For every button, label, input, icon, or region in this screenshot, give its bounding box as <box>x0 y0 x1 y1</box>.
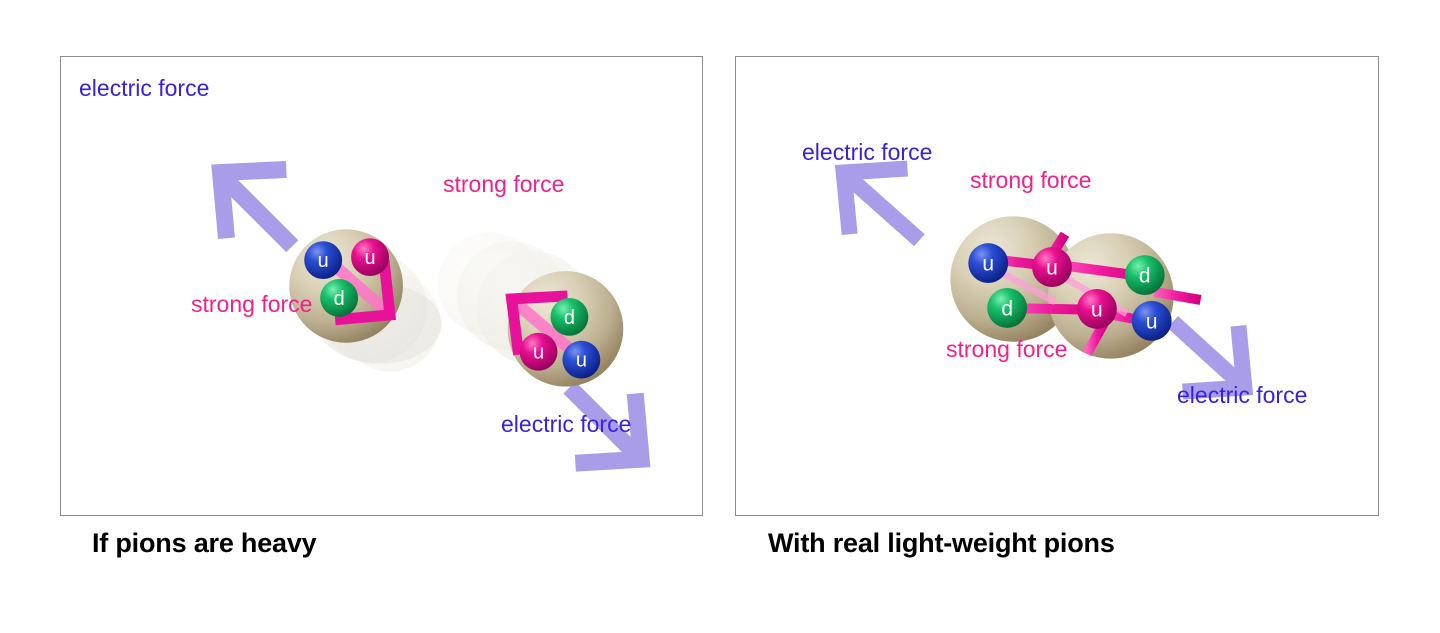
proton-left: u u d <box>289 229 403 343</box>
svg-text:d: d <box>1001 297 1013 320</box>
gluon-tube-cross-lower <box>1003 302 1099 315</box>
electric-force-arrow-upper-left <box>211 161 299 253</box>
panel-heavy-stage: u u d <box>61 57 702 515</box>
proton-left-quarks: u u d <box>968 243 1072 328</box>
svg-text:d: d <box>334 288 345 310</box>
gluon-tube-bottom-stub <box>1082 315 1112 357</box>
panel-light-graphics: u u d d <box>834 160 1254 400</box>
electric-force-arrow-upper-left <box>834 160 925 247</box>
gluon-exchange-highlights <box>995 267 1129 317</box>
svg-text:u: u <box>1146 310 1158 333</box>
gluon-tube-right-stub <box>1153 287 1202 305</box>
proton-left <box>950 216 1076 342</box>
gluon-tube-cross-upper <box>1052 259 1150 282</box>
proton-right: d u u <box>505 271 624 387</box>
quark-u-magenta: u <box>1076 288 1117 329</box>
svg-text:u: u <box>1046 257 1058 280</box>
quark-u-blue: u <box>562 340 601 379</box>
electric-force-label-upper-left: electric force <box>802 139 933 165</box>
electric-force-label-lower-right: electric force <box>501 411 632 437</box>
panel-with-real-light-weight-pions: u u d d <box>735 56 1379 516</box>
quark-u-blue: u <box>1131 300 1172 341</box>
quark-u-magenta: u <box>351 238 389 277</box>
caption-with-real-light-weight-pions: With real light-weight pions <box>768 528 1115 558</box>
strong-force-label-upper: strong force <box>970 167 1092 193</box>
quark-d-green: d <box>987 287 1028 328</box>
svg-text:d: d <box>1139 265 1151 288</box>
strong-force-label-lower: strong force <box>946 336 1068 362</box>
proton-left-motion-trail <box>317 253 442 372</box>
panel-light-stage: u u d d <box>736 57 1378 515</box>
quark-u-magenta: u <box>1032 247 1072 287</box>
svg-text:d: d <box>564 307 575 329</box>
panel-if-pions-are-heavy: u u d <box>60 56 703 516</box>
svg-text:u: u <box>576 350 587 372</box>
strong-force-label-lower-left: strong force <box>191 291 313 317</box>
quark-u-magenta: u <box>519 332 558 371</box>
gluon-tube-right-internal <box>1095 306 1156 328</box>
svg-text:u: u <box>982 253 994 276</box>
quark-u-blue: u <box>968 243 1009 284</box>
quark-d-green: d <box>320 279 359 317</box>
quark-d-green: d <box>1124 255 1165 295</box>
electric-force-label-lower-right: electric force <box>1177 382 1308 408</box>
gluon-tube-top-stub <box>1036 231 1070 275</box>
svg-text:u: u <box>533 342 544 364</box>
svg-text:u: u <box>318 250 329 272</box>
svg-text:u: u <box>364 247 375 269</box>
strong-force-arrow-right-proton <box>505 290 580 359</box>
electric-force-label-upper-left: electric force <box>79 75 210 101</box>
proton-right-quarks: d u u <box>1076 255 1172 341</box>
strong-force-arrow-left-proton <box>323 254 397 326</box>
strong-force-label-upper-right: strong force <box>443 171 565 197</box>
caption-if-pions-are-heavy: If pions are heavy <box>92 528 317 558</box>
svg-text:u: u <box>1091 298 1103 321</box>
panel-heavy-graphics: u u d <box>211 161 651 472</box>
quark-u-blue: u <box>304 241 343 280</box>
gluon-tube-left-internal <box>982 253 1052 272</box>
quark-d-green: d <box>550 297 589 336</box>
proton-right-motion-trail <box>437 232 591 365</box>
